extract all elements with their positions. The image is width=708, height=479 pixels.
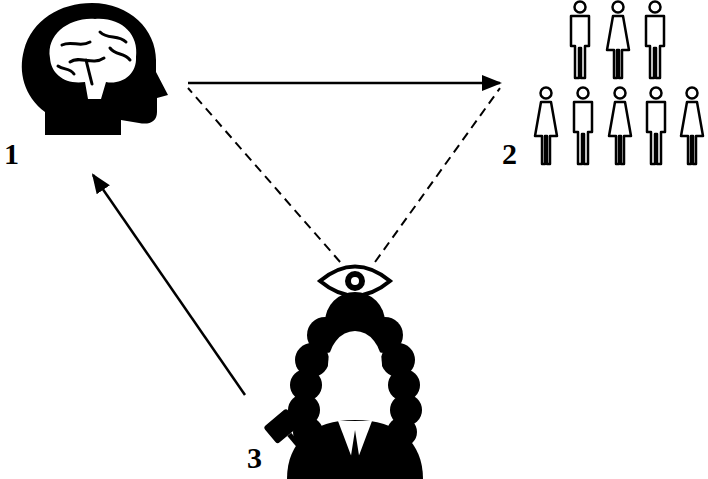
brain-head-icon: [0, 0, 188, 175]
brain-node: 1: [0, 0, 188, 175]
dashed-sight-line: [375, 88, 500, 262]
dashed-sight-line: [188, 88, 340, 262]
arrow-connector: [188, 82, 500, 85]
judge-node: 3: [245, 262, 430, 479]
people-node: 2: [500, 0, 708, 172]
judge-icon: [245, 262, 430, 479]
callout-number: 2: [502, 138, 517, 170]
callout-number: 3: [247, 442, 262, 474]
callout-number: 1: [4, 138, 19, 170]
people-group-icon: [500, 0, 708, 172]
arrow-connector: [93, 175, 245, 395]
